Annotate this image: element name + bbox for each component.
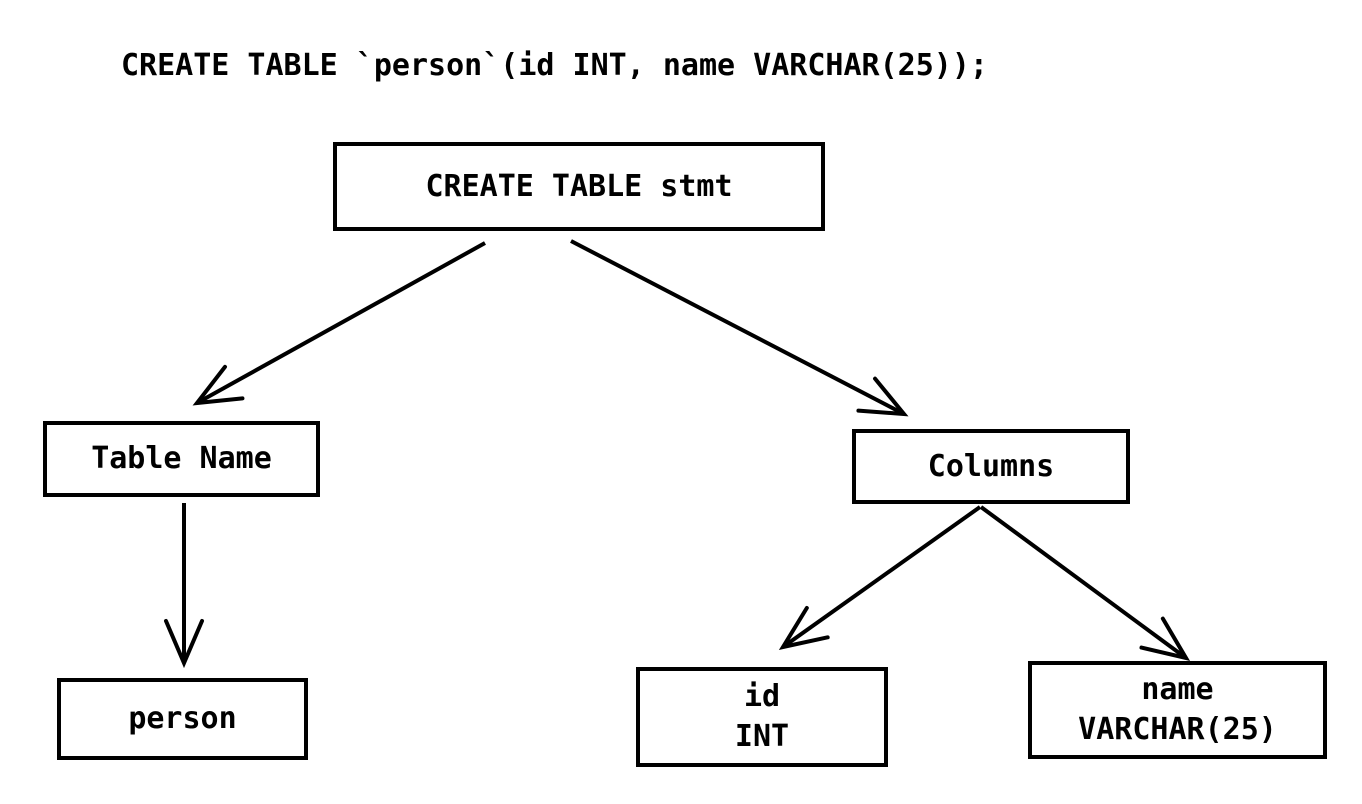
- node-table-name-label: Table Name: [91, 441, 272, 476]
- sql-statement-text: CREATE TABLE `person`(id INT, name VARCH…: [121, 48, 988, 83]
- node-person: person: [57, 678, 308, 760]
- node-name-column-type: VARCHAR(25): [1078, 712, 1277, 747]
- node-create-table-stmt: CREATE TABLE stmt: [333, 142, 825, 231]
- edge-stmt-to-table-name: [192, 241, 486, 406]
- edge-columns-to-name: [979, 505, 1191, 662]
- node-name-column: name VARCHAR(25): [1028, 661, 1327, 759]
- node-id-column-name: id: [743, 679, 781, 714]
- edge-columns-to-id: [778, 505, 982, 650]
- node-person-label: person: [128, 701, 237, 736]
- edge-stmt-to-columns: [570, 239, 909, 417]
- node-columns: Columns: [852, 429, 1130, 504]
- node-name-column-name: name: [1141, 672, 1214, 707]
- node-columns-label: Columns: [927, 448, 1055, 484]
- node-table-name: Table Name: [43, 421, 320, 497]
- node-create-table-stmt-label: CREATE TABLE stmt: [425, 168, 733, 204]
- node-id-column-type: INT: [734, 719, 790, 754]
- node-id-column: id INT: [636, 667, 888, 767]
